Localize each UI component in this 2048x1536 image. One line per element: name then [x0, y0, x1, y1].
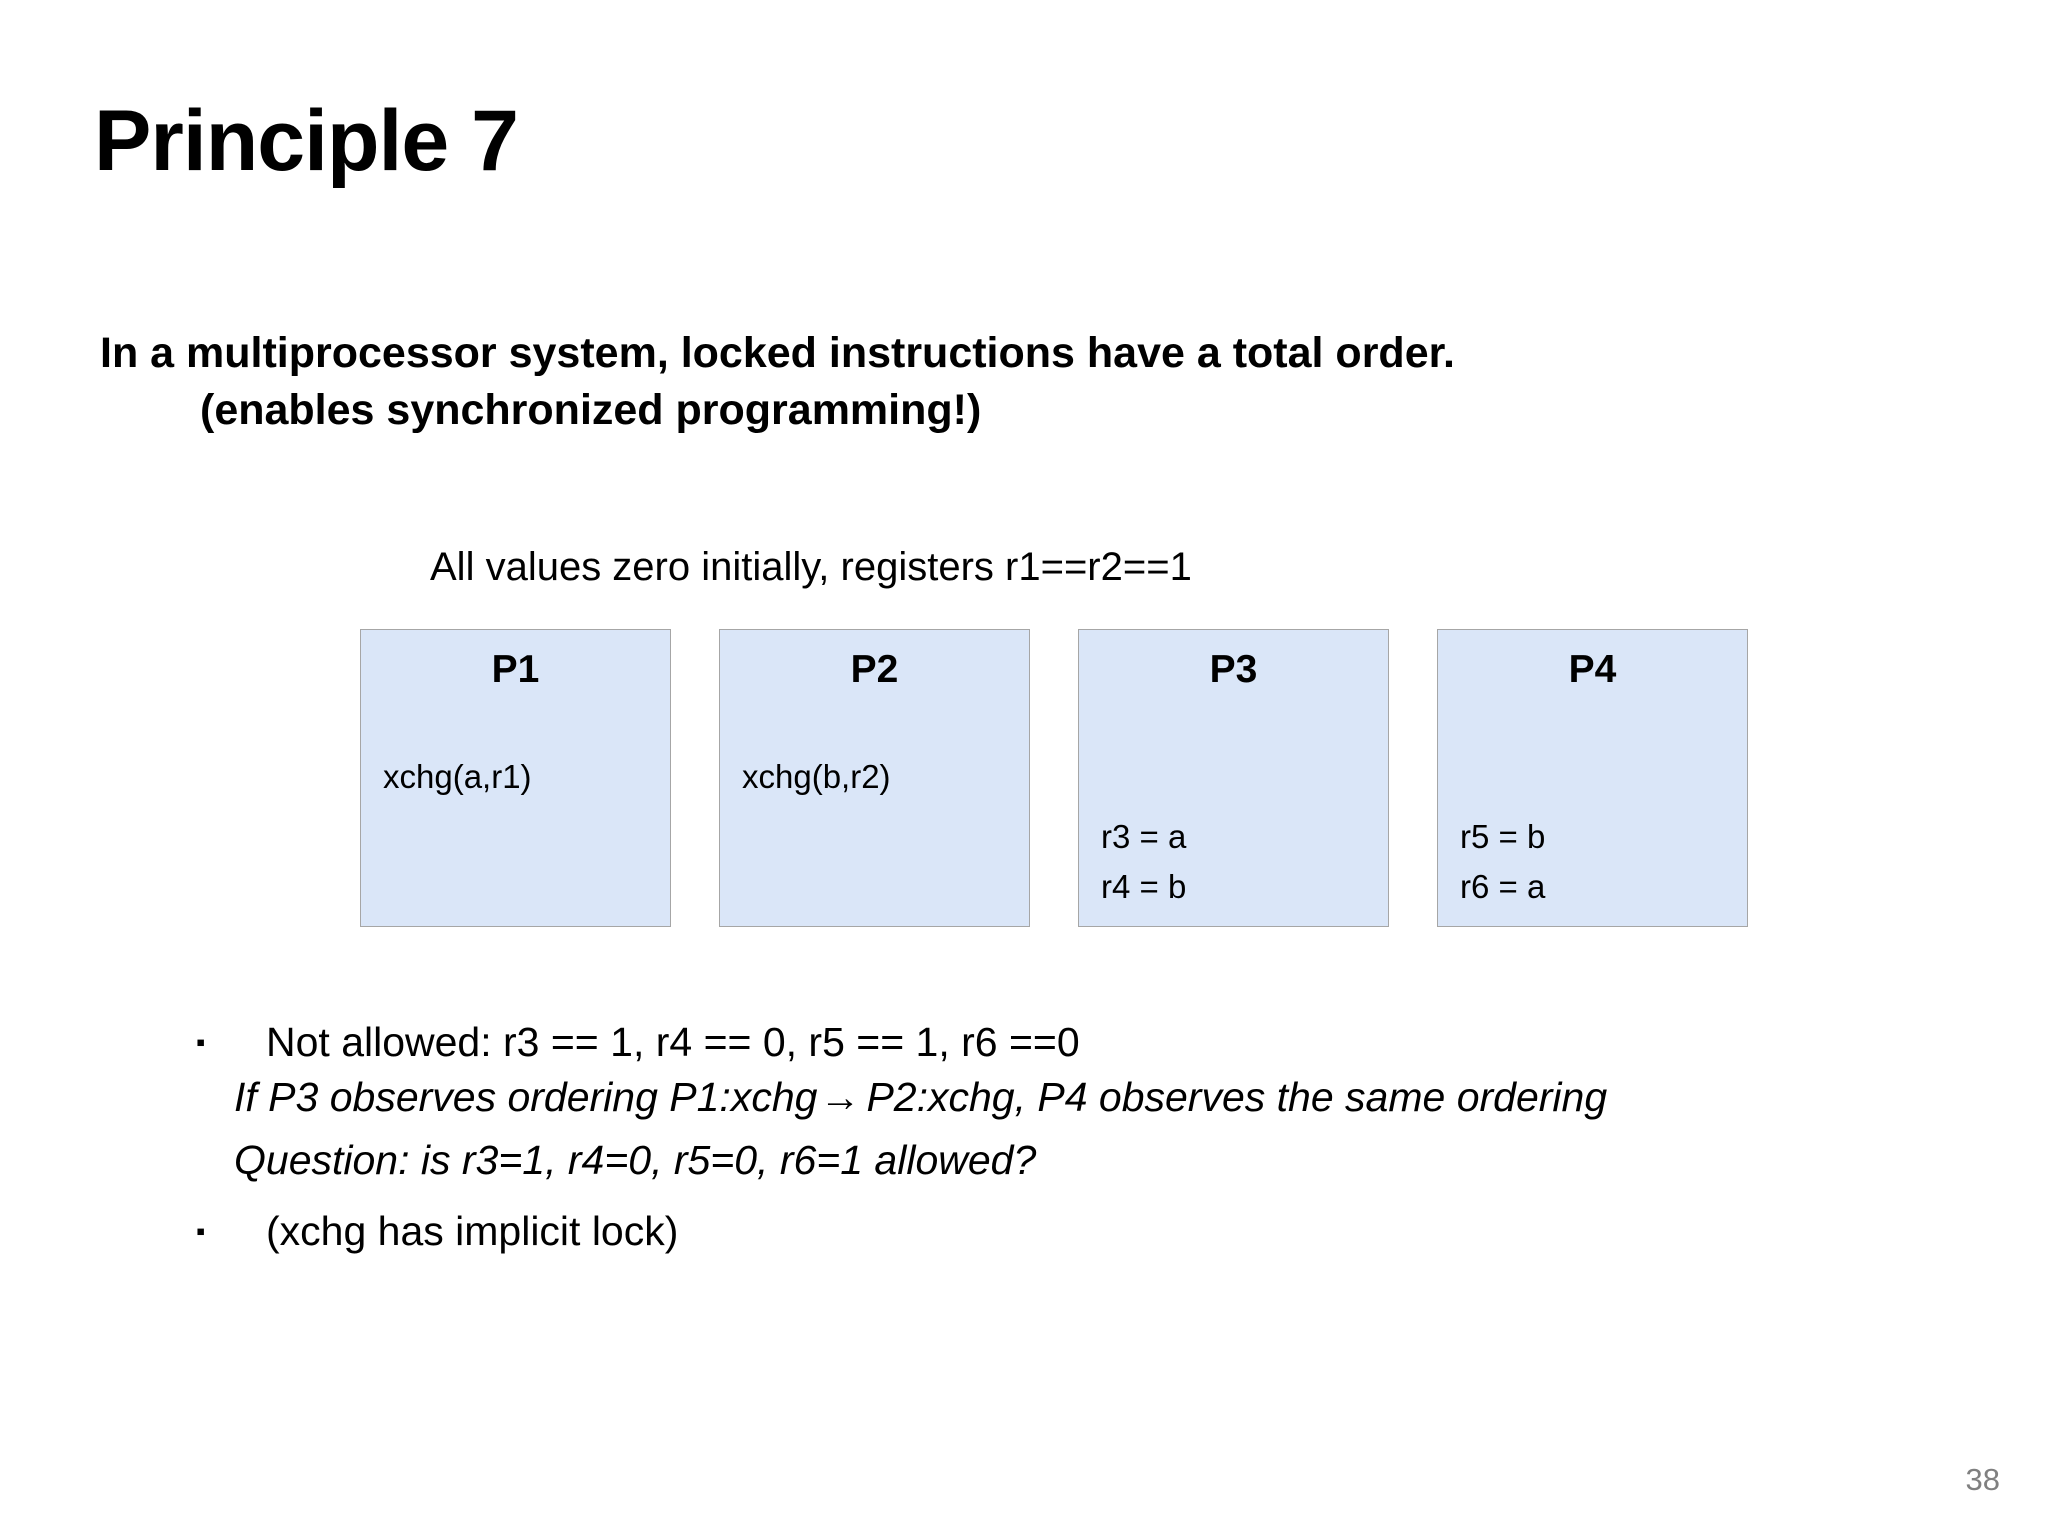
right-arrow-icon: → — [819, 1074, 861, 1120]
processor-box-p1: P1 xchg(a,r1) — [360, 629, 671, 927]
note-observation-before: If P3 observes ordering P1:xchg — [234, 1074, 818, 1120]
processor-box-body: xchg(a,r1) — [383, 758, 532, 795]
processor-box-body: r5 = b r6 = a — [1460, 818, 1546, 906]
notes-list: ▪ Not allowed: r3 == 1, r4 == 0, r5 == 1… — [196, 1022, 1916, 1266]
list-item: ▪ (xchg has implicit lock) — [196, 1211, 1916, 1252]
note-not-allowed: Not allowed: r3 == 1, r4 == 0, r5 == 1, … — [266, 1019, 1080, 1065]
note-observation: If P3 observes ordering P1:xchg→P2:xchg,… — [234, 1077, 1916, 1118]
square-bullet-icon: ▪ — [196, 1216, 206, 1246]
processor-boxes: P1 xchg(a,r1) P2 xchg(b,r2) P3 r3 = a r4… — [360, 629, 1748, 927]
processor-box-body: xchg(b,r2) — [742, 758, 891, 795]
processor-box-title: P4 — [1568, 648, 1617, 691]
processor-box-p2: P2 xchg(b,r2) — [719, 629, 1030, 927]
diagram-caption: All values zero initially, registers r1=… — [430, 545, 1192, 589]
lead-paragraph: In a multiprocessor system, locked instr… — [100, 325, 1860, 439]
lead-line-1: In a multiprocessor system, locked instr… — [100, 329, 1455, 377]
processor-box-title: P3 — [1209, 648, 1258, 691]
note-question: Question: is r3=1, r4=0, r5=0, r6=1 allo… — [234, 1137, 1037, 1183]
processor-box-p3: P3 r3 = a r4 = b — [1078, 629, 1389, 927]
processor-box-title: P1 — [491, 648, 540, 691]
list-item: ▪ Not allowed: r3 == 1, r4 == 0, r5 == 1… — [196, 1022, 1916, 1063]
processor-box-p4: P4 r5 = b r6 = a — [1437, 629, 1748, 927]
lead-line-2: (enables synchronized programming!) — [200, 385, 982, 434]
page-number: 38 — [1965, 1462, 2000, 1497]
processor-box-title: P2 — [850, 648, 899, 691]
page-title: Principle 7 — [94, 93, 519, 189]
processor-box-body: r3 = a r4 = b — [1101, 818, 1187, 906]
note-implicit-lock: (xchg has implicit lock) — [266, 1208, 679, 1254]
note-observation-after: P2:xchg, P4 observes the same ordering — [866, 1074, 1608, 1120]
square-bullet-icon: ▪ — [196, 1027, 206, 1057]
